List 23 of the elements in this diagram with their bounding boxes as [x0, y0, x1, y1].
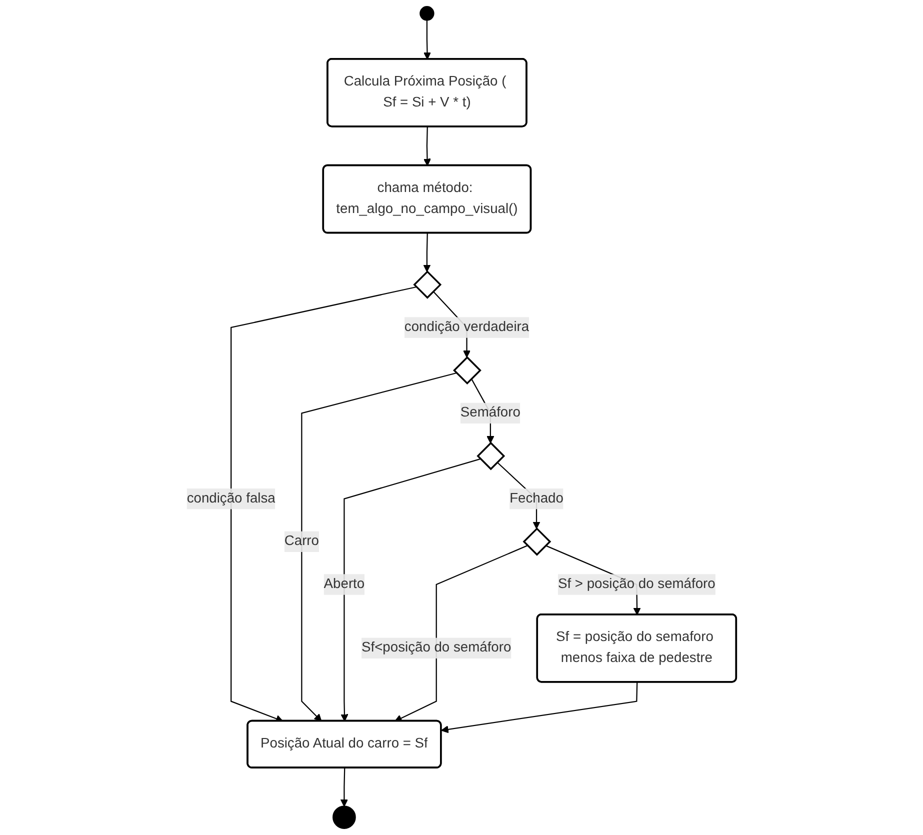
- edge-label: Fechado: [510, 491, 564, 506]
- arrow: [440, 682, 638, 734]
- node-diamond: [522, 527, 552, 556]
- arrow: [423, 20, 432, 60]
- edge-label: Aberto: [324, 576, 365, 592]
- edge-label: condição falsa: [186, 491, 276, 506]
- node-diamond: [453, 356, 482, 385]
- arrow: [340, 768, 348, 807]
- node-circle: [420, 6, 434, 21]
- edge-label: Sf<posição do semáforo: [362, 640, 512, 656]
- edge-label: Carro: [284, 534, 319, 549]
- arrow: [230, 286, 416, 722]
- edge-label: condição verdadeira: [404, 320, 530, 334]
- node-circle: [332, 806, 356, 829]
- node-diamond: [413, 270, 442, 299]
- arrow: [340, 458, 481, 722]
- arrow: [394, 545, 528, 722]
- node-diamond: [476, 442, 506, 470]
- arrow: [423, 233, 431, 272]
- arrow: [301, 372, 457, 722]
- arrow: [423, 126, 432, 166]
- edge-label: Semáforo: [460, 405, 520, 420]
- edge-label: Sf > posição do semáforo: [558, 576, 716, 592]
